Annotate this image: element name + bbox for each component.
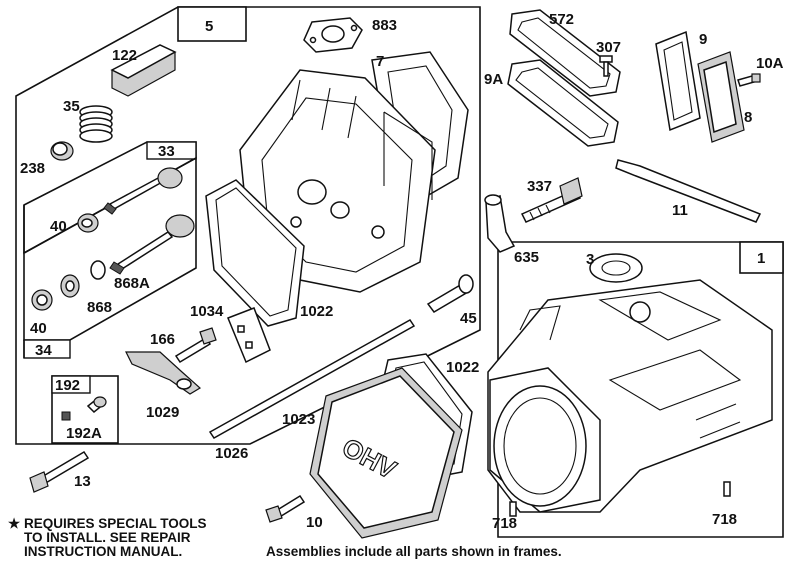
part-868a-seal xyxy=(90,260,106,280)
label-572: 572 xyxy=(549,11,574,28)
frame-1-tag-box xyxy=(739,241,784,274)
frame-5-tag-box xyxy=(177,6,247,42)
label-10a: 10A xyxy=(756,55,784,72)
part-337-spark-plug xyxy=(520,177,583,223)
label-35: 35 xyxy=(63,98,80,115)
note-assemblies: Assemblies include all parts shown in fr… xyxy=(266,544,562,559)
label-192a: 192A xyxy=(66,425,102,442)
part-1029-rocker-arm xyxy=(125,351,202,395)
label-34: 34 xyxy=(35,342,52,359)
label-9: 9 xyxy=(699,31,707,48)
label-45: 45 xyxy=(460,310,477,327)
label-3: 3 xyxy=(586,251,594,268)
part-13-bolt xyxy=(29,450,90,493)
part-intake-valve xyxy=(109,214,195,275)
part-238-cap xyxy=(50,141,74,161)
label-13: 13 xyxy=(74,473,91,490)
frame-5 xyxy=(15,6,481,445)
part-11-breather-tube xyxy=(615,159,762,223)
label-883: 883 xyxy=(372,17,397,34)
part-883-gasket xyxy=(303,17,363,53)
label-7: 7 xyxy=(376,53,384,70)
part-718-pin-b xyxy=(723,481,731,497)
label-307: 307 xyxy=(596,39,621,56)
part-45-tappet xyxy=(426,274,474,313)
part-122-plate xyxy=(110,44,177,97)
label-718-a: 718 xyxy=(492,515,517,532)
part-718-pin-a xyxy=(509,501,517,517)
label-8: 8 xyxy=(744,109,752,126)
label-868a: 868A xyxy=(114,275,150,292)
label-635: 635 xyxy=(514,249,539,266)
part-10a-screw xyxy=(737,73,761,87)
label-337: 337 xyxy=(527,178,552,195)
star-symbol: ★ xyxy=(8,516,21,531)
frame-33-tag-box xyxy=(146,141,197,160)
part-1034-guide-plate xyxy=(227,307,271,364)
part-192-adjuster xyxy=(61,396,107,421)
note-special-tools-line3: INSTRUCTION MANUAL. xyxy=(24,544,182,559)
label-868: 868 xyxy=(87,299,112,316)
label-718-b: 718 xyxy=(712,511,737,528)
label-1023: 1023 xyxy=(282,411,315,428)
note-special-tools-line1: REQUIRES SPECIAL TOOLS xyxy=(24,516,207,531)
part-572-gasket xyxy=(509,9,621,97)
part-40-retainer-b xyxy=(31,289,53,311)
label-166: 166 xyxy=(150,331,175,348)
part-9-gasket xyxy=(655,30,701,132)
part-10-screw xyxy=(265,494,306,523)
part-9a-plate xyxy=(507,59,619,147)
label-1026: 1026 xyxy=(215,445,248,462)
label-1034: 1034 xyxy=(190,303,224,320)
part-1022-rocker-gasket xyxy=(205,179,305,327)
label-33: 33 xyxy=(158,143,175,160)
part-35-spring xyxy=(79,105,113,143)
label-1022-b: 1022 xyxy=(446,359,479,376)
label-1022-a: 1022 xyxy=(300,303,333,320)
frame-192-tag-box xyxy=(51,375,91,394)
label-1: 1 xyxy=(757,250,765,267)
label-192: 192 xyxy=(55,377,80,394)
part-868-seal xyxy=(60,274,80,298)
part-8-breather-cover xyxy=(697,51,745,143)
label-40-a: 40 xyxy=(50,218,67,235)
label-5: 5 xyxy=(205,18,213,35)
label-1029: 1029 xyxy=(146,404,179,421)
label-9a: 9A xyxy=(484,71,503,88)
label-10: 10 xyxy=(306,514,323,531)
part-3-oil-seal xyxy=(589,253,643,283)
part-exhaust-valve xyxy=(103,167,183,215)
part-40-retainer-a xyxy=(77,213,99,233)
label-122: 122 xyxy=(112,47,137,64)
part-cylinder-block xyxy=(487,279,773,513)
label-11: 11 xyxy=(672,202,688,219)
part-1026-push-rod xyxy=(208,319,416,439)
label-238: 238 xyxy=(20,160,45,177)
label-40-b: 40 xyxy=(30,320,47,337)
part-307-screw xyxy=(599,55,613,77)
part-635-fitting xyxy=(484,194,516,253)
part-166-stud xyxy=(174,327,217,364)
note-special-tools-line2: TO INSTALL. SEE REPAIR xyxy=(24,530,191,545)
part-1023-rocker-cover: OHV xyxy=(309,367,463,539)
